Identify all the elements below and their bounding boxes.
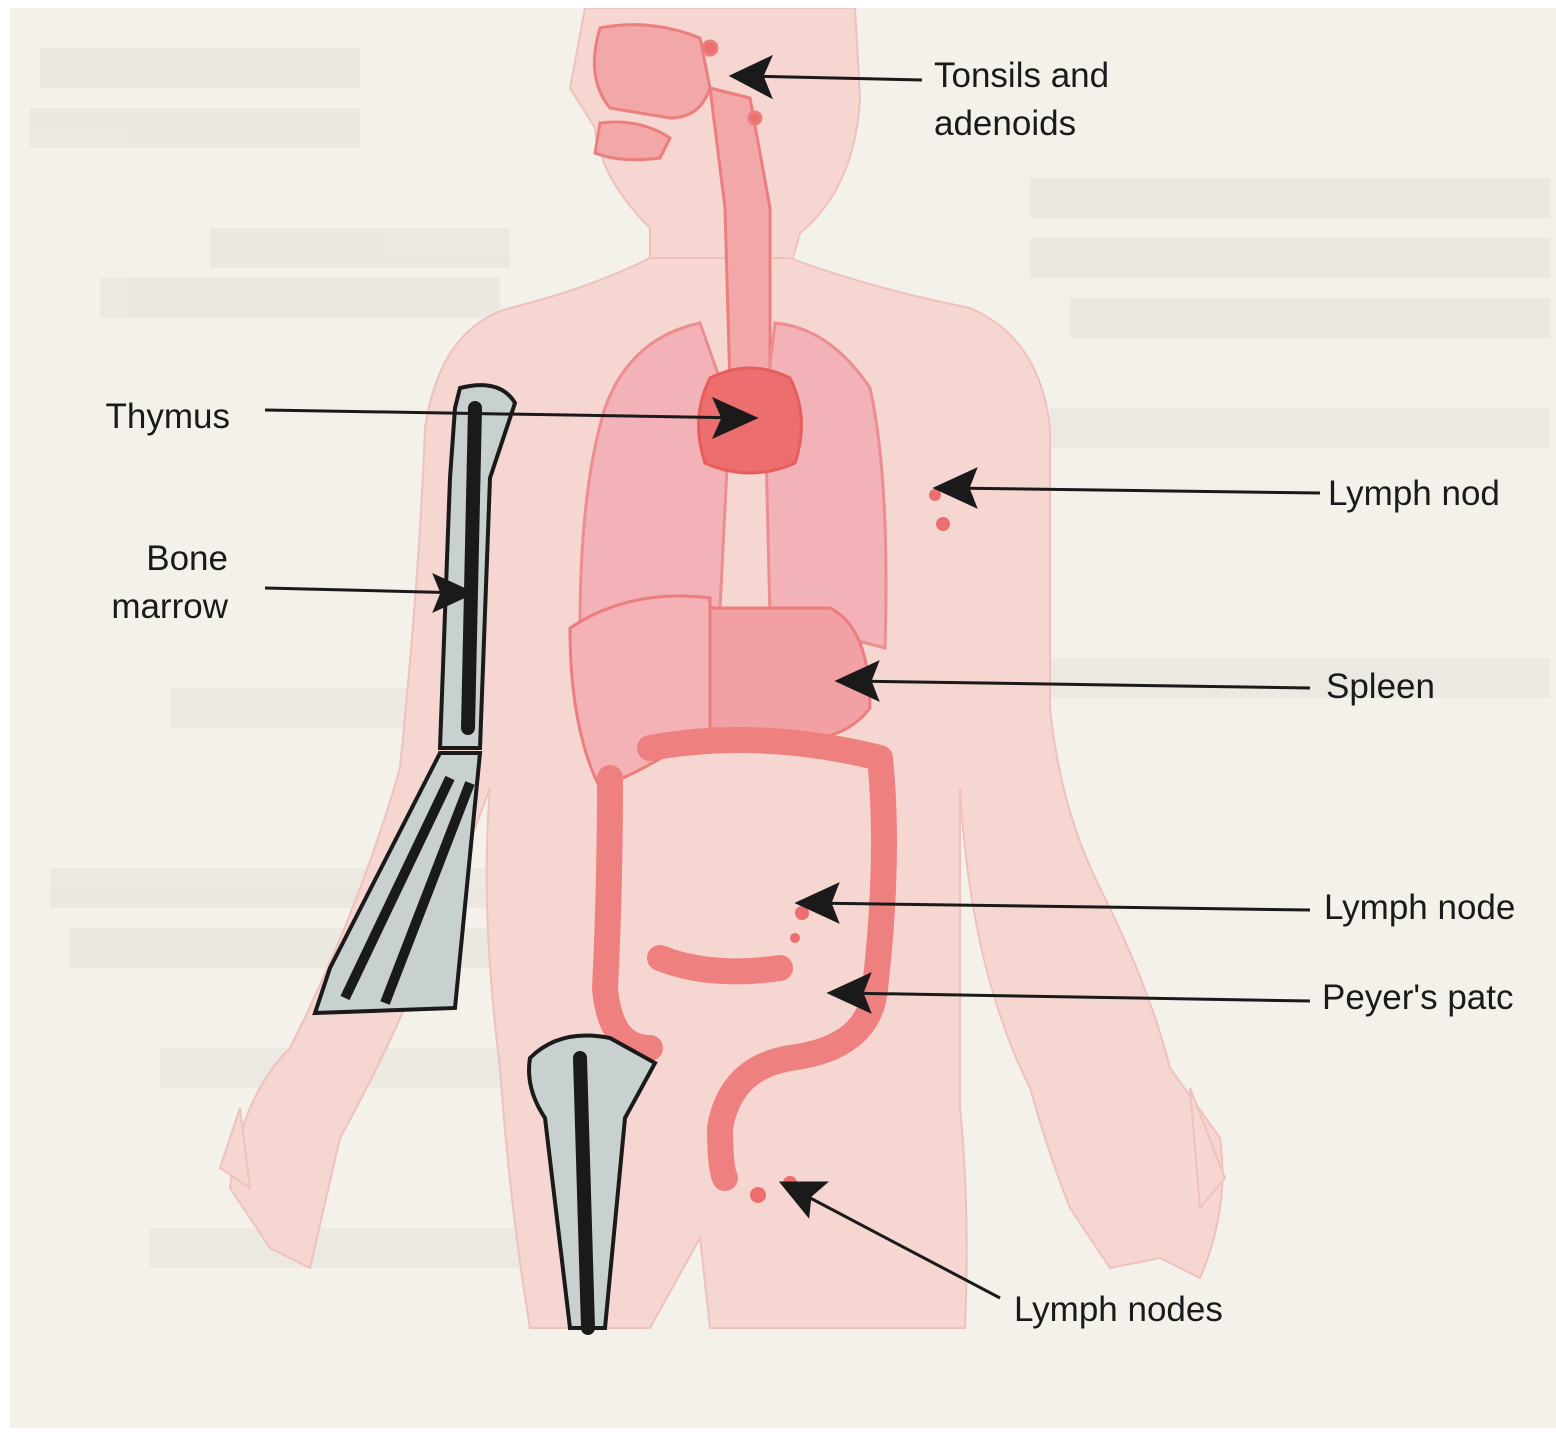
body-illustration bbox=[10, 8, 1556, 1428]
label-bone-marrow: Bone marrow bbox=[50, 535, 228, 631]
label-lymph-nodes-axillary: Lymph nod bbox=[1328, 470, 1500, 518]
label-spleen: Spleen bbox=[1326, 663, 1435, 711]
label-tonsils-and-adenoids: Tonsils and adenoids bbox=[934, 52, 1109, 148]
label-peyers-patches: Peyer's patc bbox=[1322, 974, 1514, 1022]
lymphoid-organs-diagram: Tonsils and adenoids Thymus Bone marrow … bbox=[10, 8, 1556, 1428]
label-lymph-nodes-inguinal: Lymph nodes bbox=[1014, 1286, 1223, 1334]
label-thymus: Thymus bbox=[50, 393, 230, 441]
label-lymph-nodes-mesenteric: Lymph node bbox=[1324, 884, 1515, 932]
